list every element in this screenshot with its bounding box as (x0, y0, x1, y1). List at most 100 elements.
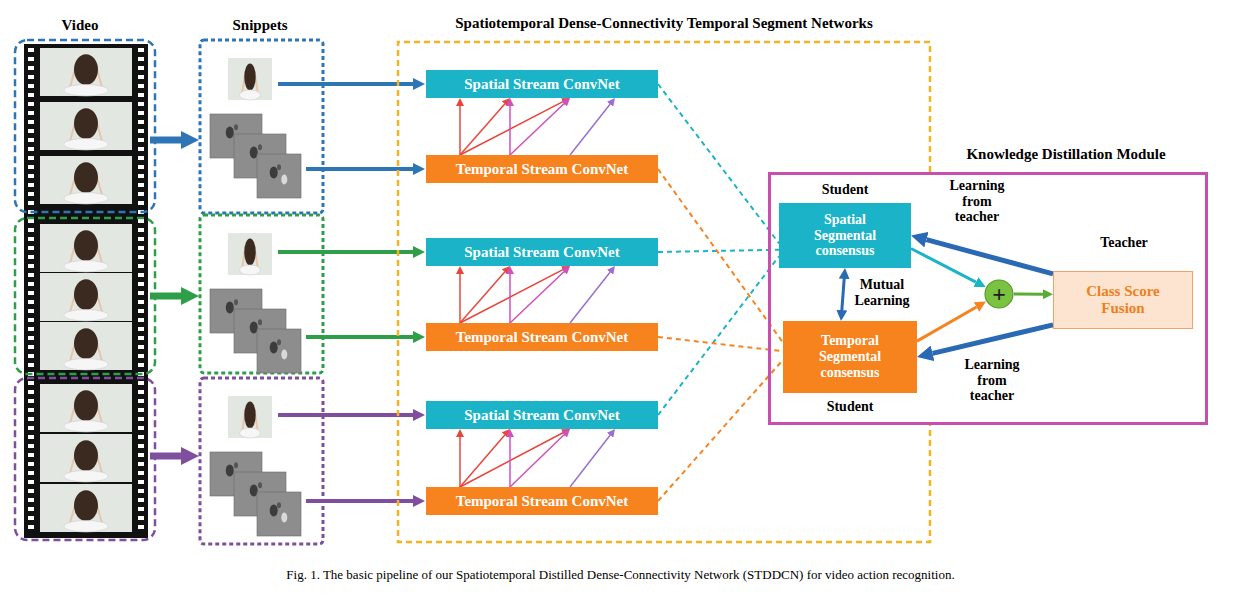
sprocket-hole (28, 462, 34, 466)
sprocket-hole (138, 327, 144, 331)
sprocket-hole (138, 309, 144, 313)
sprocket-hole (138, 381, 144, 385)
sprocket-hole (138, 462, 144, 466)
sprocket-hole (28, 498, 34, 502)
hair (244, 63, 255, 90)
frame-image (40, 484, 132, 532)
sprocket-hole (138, 102, 144, 106)
figure-caption: Fig. 1. The basic pipeline of our Spatio… (0, 567, 1241, 583)
sprocket-hole (28, 264, 34, 268)
flow-blob (281, 175, 287, 185)
input-arrow (278, 413, 413, 417)
flow-blob (226, 126, 234, 138)
sprocket-hole (28, 453, 34, 457)
spatial-convnet: Spatial Stream ConvNet (426, 70, 658, 98)
connector (658, 84, 779, 243)
sprocket-hole (138, 111, 144, 115)
sprocket-hole (138, 57, 144, 61)
sprocket-hole (138, 147, 144, 151)
frame-image (40, 102, 132, 150)
heading: Spatiotemporal Dense-Connectivity Tempor… (398, 15, 930, 32)
box-label: Temporal Stream ConvNet (452, 491, 633, 512)
sprocket-hole (28, 75, 34, 79)
sprocket-hole (138, 120, 144, 124)
sprocket-hole (138, 255, 144, 259)
sprocket-hole (138, 300, 144, 304)
sprocket-hole (28, 102, 34, 106)
sprocket-hole (28, 318, 34, 322)
hair (74, 230, 98, 261)
sprocket-hole (138, 336, 144, 340)
sprocket-hole (28, 147, 34, 151)
temporal-consensus: Temporal Segmental consensusStudent (783, 321, 917, 393)
sprocket-hole (28, 399, 34, 403)
connector (460, 435, 505, 487)
input-arrow (278, 250, 413, 254)
flow-blob (281, 513, 287, 523)
segment-arrow (150, 453, 181, 460)
film-strip (24, 44, 148, 538)
hair (244, 401, 255, 428)
sprocket-hole (28, 471, 34, 475)
sprocket-hole (28, 129, 34, 133)
spatial-consensus: StudentSpatial Segmental consensus (779, 203, 911, 268)
shirt (64, 520, 108, 532)
sprocket-hole (138, 435, 144, 439)
connector (459, 106, 461, 155)
snippet-box (200, 40, 323, 213)
sprocket-hole (138, 201, 144, 205)
sprocket-hole (28, 390, 34, 394)
flow-blob (270, 504, 278, 516)
frame-image (40, 322, 132, 370)
hair (74, 490, 98, 521)
frame-image (40, 273, 132, 321)
sprocket-hole (28, 237, 34, 241)
connector (459, 274, 461, 323)
edge-label: Learning from teacher (955, 357, 1029, 404)
box-label: Class Score Fusion (1067, 281, 1179, 319)
video-segment-box (15, 218, 155, 374)
sprocket-hole (138, 183, 144, 187)
sprocket-hole (28, 156, 34, 160)
connector (510, 435, 564, 487)
sprocket-hole (138, 93, 144, 97)
sprocket-hole (138, 399, 144, 403)
sprocket-hole (138, 237, 144, 241)
connector (570, 272, 610, 323)
segment-arrow (150, 137, 181, 144)
sprocket-hole (138, 264, 144, 268)
sprocket-hole (28, 336, 34, 340)
shirt (64, 260, 108, 272)
sprocket-hole (138, 228, 144, 232)
sprocket-hole (28, 291, 34, 295)
flow-blob (250, 484, 258, 496)
sprocket-hole (138, 471, 144, 475)
input-arrow (278, 82, 413, 86)
optical-flow-image (257, 329, 301, 373)
sprocket-hole (138, 426, 144, 430)
sprocket-hole (138, 453, 144, 457)
sprocket-hole (28, 525, 34, 529)
flow-blob (281, 350, 287, 360)
flow-blob (226, 464, 234, 476)
flow-blob (270, 166, 278, 178)
connector (460, 270, 563, 323)
flow-blob (250, 146, 258, 158)
column-heading: Snippets (215, 17, 305, 34)
video-segment-box (15, 40, 155, 212)
optical-flow-image (257, 492, 301, 536)
sprocket-hole (138, 318, 144, 322)
sprocket-hole (28, 174, 34, 178)
sprocket-hole (138, 138, 144, 142)
shirt (64, 192, 108, 204)
connector (933, 325, 1053, 353)
flow-blob (277, 164, 281, 170)
sprocket-hole (28, 246, 34, 250)
sprocket-hole (28, 381, 34, 385)
connector (460, 104, 505, 155)
flow-blob (277, 339, 281, 345)
sprocket-hole (28, 57, 34, 61)
frame-image (40, 224, 132, 272)
sprocket-hole (28, 300, 34, 304)
shirt (239, 428, 260, 438)
